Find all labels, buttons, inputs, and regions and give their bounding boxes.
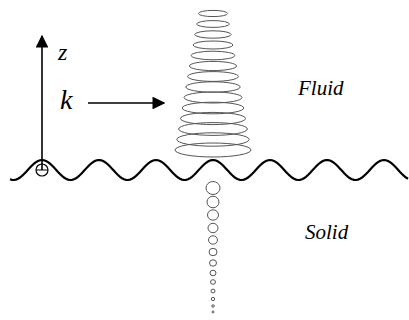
origin-symbol [36,164,48,176]
wavevector-label: k [60,86,72,114]
k-arrow [88,102,164,104]
interface-wave [10,160,408,180]
fluid-ellipses [175,10,251,157]
solid-ellipses [206,182,220,314]
axis-label: z [58,40,67,64]
z-axis [41,36,43,170]
region-label: Solid [305,222,348,243]
region-label: Fluid [298,78,344,99]
origin-cross [36,170,48,171]
